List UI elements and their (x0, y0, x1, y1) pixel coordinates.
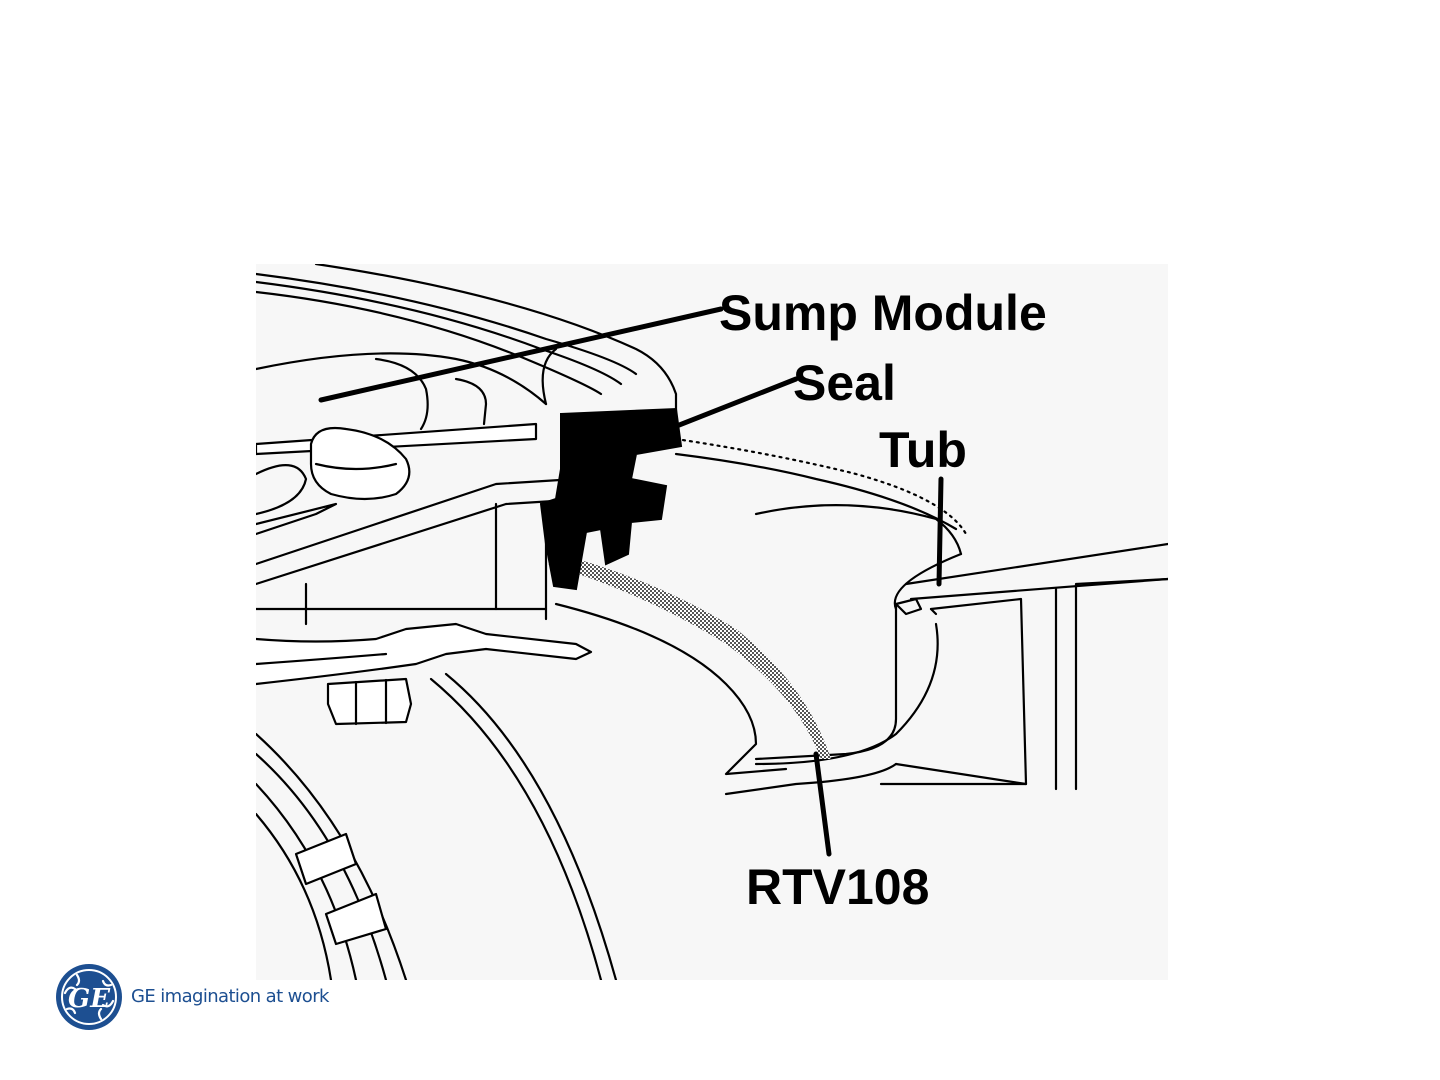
seal-shape (541, 409, 681, 589)
seal-label: Seal (793, 355, 896, 411)
sump-seal-diagram: Sump Module Seal Tub RTV108 (256, 264, 1168, 980)
tub-leader (939, 479, 941, 584)
rtv-label: RTV108 (746, 859, 929, 915)
tub-label: Tub (879, 422, 967, 478)
rtv-leader (816, 754, 829, 854)
tagline: GE imagination at work (131, 986, 329, 1007)
sump-module-label: Sump Module (719, 285, 1047, 341)
svg-text:GE: GE (68, 984, 111, 1014)
diagram-drawing: Sump Module Seal Tub RTV108 (256, 264, 1168, 980)
ge-logo-icon: GE (55, 963, 123, 1031)
